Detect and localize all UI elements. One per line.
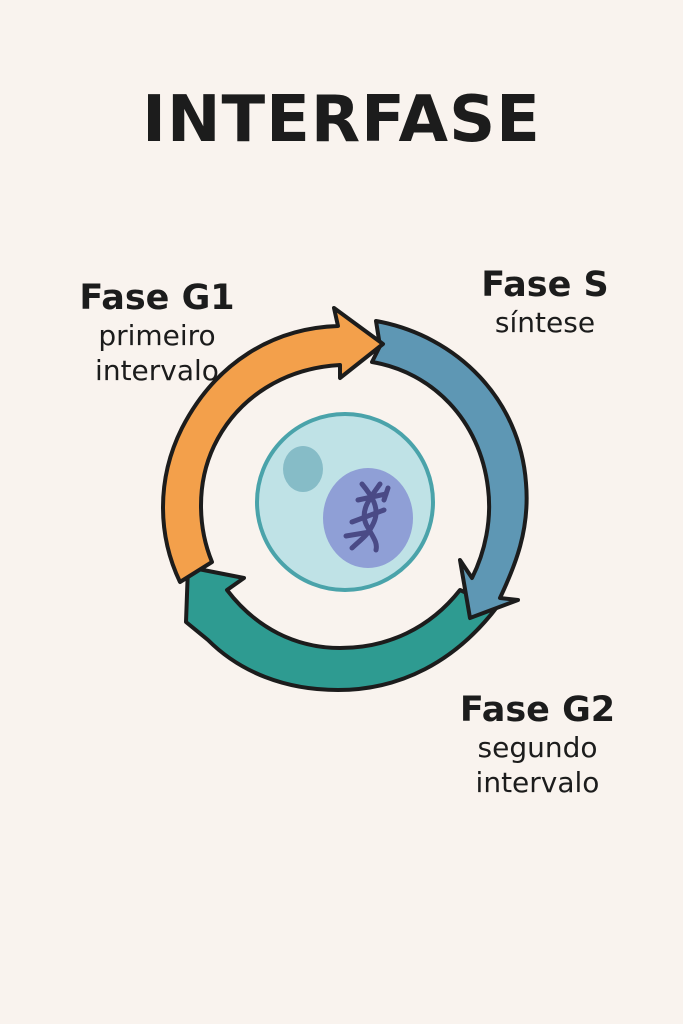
organelle: [283, 446, 323, 492]
phase-label-s: Fase S síntese: [470, 265, 620, 340]
phase-description: primeiro intervalo: [95, 319, 219, 388]
phase-description: síntese: [494, 306, 596, 340]
phase-name: Fase G2: [459, 690, 616, 730]
chromosome-icon: [343, 481, 391, 553]
arc-g2: [184, 565, 499, 692]
phase-label-g2: Fase G2 segundo intervalo: [450, 690, 625, 800]
arc-s: [370, 319, 529, 620]
phase-label-g1: Fase G1 primeiro intervalo: [62, 278, 252, 388]
phase-name: Fase G1: [79, 278, 235, 318]
page-title: INTERFASE: [142, 83, 541, 157]
phase-name: Fase S: [481, 265, 609, 305]
arc-g1: [161, 306, 385, 584]
phase-description: segundo intervalo: [475, 731, 600, 800]
